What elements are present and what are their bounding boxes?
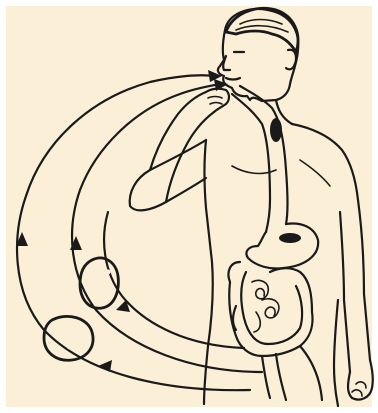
esophagus-bolus	[270, 118, 282, 142]
stomach-content	[279, 233, 301, 243]
paper-background	[6, 6, 372, 407]
